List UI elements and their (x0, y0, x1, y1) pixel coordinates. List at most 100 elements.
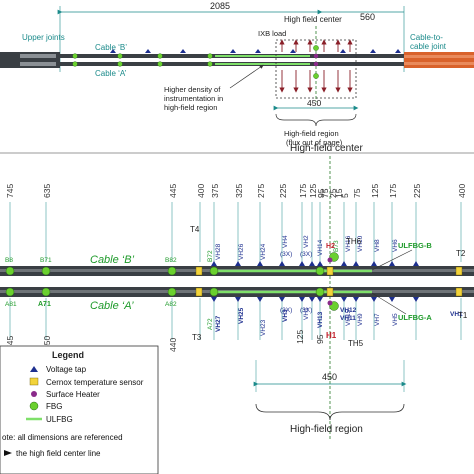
label-h2: H2 (326, 243, 335, 250)
dim-2085-label: 2085 (210, 1, 230, 11)
top-dim-5: 5 (340, 193, 350, 198)
ulfbg-a-label: ULFBG-A (398, 313, 432, 322)
label-3x-top-1: (3X) (280, 251, 292, 258)
upper-joints-label: Upper joints (22, 33, 65, 42)
legend-item-fbg: FBG (46, 402, 62, 411)
bot-dim-745: 745 (5, 336, 15, 350)
label-th6: TH6 (346, 237, 362, 246)
label-b8: B8 (5, 257, 13, 264)
label-3x-bot-2: (3X) (300, 307, 312, 314)
vtap-labels-bottom: VH27 VH25 VH23 VH3 VH1 VH13 VH15 VH9 VH7… (215, 307, 463, 336)
top-dim-445: 445 (168, 184, 178, 198)
joint-stripe-a (404, 62, 474, 65)
bot-dim-650: 650 (42, 336, 52, 350)
top-dim-225b: 225 (412, 184, 422, 198)
overview-heaters (313, 53, 319, 67)
label-vh11: VH11 (340, 315, 356, 322)
ulfbg-a-pointer (371, 292, 407, 315)
label-a72: A72 (207, 318, 214, 330)
label-vh5: VH5 (392, 313, 399, 326)
label-b82: B82 (165, 257, 177, 264)
label-vh25: VH25 (238, 307, 245, 324)
overview-panel: 2085 560 Upper joints Cable ‘B’ Cable ‘A… (0, 1, 474, 147)
label-vh23: VH23 (260, 319, 267, 336)
top-dim-275: 275 (256, 184, 266, 198)
label-vh6: VH6 (392, 239, 399, 252)
bot-dim-95: 95 (315, 334, 325, 344)
surface-heaters (327, 257, 333, 306)
play-arrow-icon (4, 450, 12, 456)
legend-item-voltage-tap: Voltage tap (46, 365, 87, 374)
label-3x-top-2: (3X) (300, 251, 312, 258)
label-3x-bot-1: (3X) (280, 307, 292, 314)
bottom-dimension-labels: 745 650 440 95 125 (5, 330, 325, 352)
label-h1: H1 (326, 331, 337, 340)
legend-item-ulfbg: ULFBG (46, 415, 73, 424)
cernox-sensors (195, 266, 463, 297)
upper-joint-detail-a (20, 62, 56, 66)
overview-high-field-center-label: High field center (284, 15, 342, 24)
top-dim-75b: 75 (352, 188, 362, 198)
detail-cable-b-label: Cable ‘B’ (90, 254, 135, 266)
top-dimension-labels: 745 635 445 400 375 325 275 225 175 125 … (5, 184, 467, 198)
higher-density-line2: instrumentation in (164, 94, 223, 103)
cable-to-cable-joint-label-1: Cable-to- (410, 33, 443, 42)
top-dim-175: 175 (298, 184, 308, 198)
fbg-points (5, 252, 339, 311)
label-b71: B71 (40, 257, 52, 264)
label-vh28: VH28 (215, 243, 222, 260)
voltage-taps-b (211, 261, 419, 266)
overview-dim-450-label: 450 (307, 98, 321, 108)
top-dim-325: 325 (234, 184, 244, 198)
detail-high-field-region-label: High-field region (290, 424, 363, 435)
cable-to-cable-joint-label-2: cable joint (410, 42, 447, 51)
legend: Legend Voltage tap Cernox temperature se… (0, 345, 159, 474)
label-b72: B72 (207, 250, 214, 262)
higher-density-arrow (229, 64, 264, 89)
label-vh1-left: VH1 (303, 307, 310, 320)
joint-stripe-b (404, 55, 474, 58)
top-dim-125b: 125 (370, 184, 380, 198)
label-a81: A81 (5, 301, 17, 308)
vtap-labels-top: VH28 VH26 VH24 VH4 VH2 VH14 VH16 VH10 VH… (215, 235, 399, 260)
label-vh16: VH16 (345, 235, 352, 252)
top-dim-125: 125 (308, 184, 318, 198)
ulfbg-b-pointer (371, 249, 413, 271)
label-vh27: VH27 (215, 315, 222, 332)
label-a71: A71 (38, 301, 51, 308)
label-vh3: VH3 (282, 309, 289, 322)
legend-item-cernox: Cernox temperature sensor (46, 378, 144, 387)
fbg-circle-icon (29, 401, 39, 411)
label-vh4: VH4 (282, 235, 289, 248)
top-dim-400b: 400 (457, 184, 467, 198)
top-dim-225: 225 (278, 184, 288, 198)
higher-density-line3: high-field region (164, 103, 217, 112)
label-vh13: VH13 (317, 311, 324, 328)
label-t3: T3 (192, 333, 202, 342)
label-t1: T1 (458, 311, 468, 320)
square-icon (29, 377, 39, 386)
top-dim-175b: 175 (388, 184, 398, 198)
overview-flux-out-label: (flux out of page) (286, 138, 343, 147)
legend-title: Legend (52, 350, 84, 360)
fbg-labels-top: B8 B71 B82 B72 B73 (5, 240, 340, 264)
label-vh15: VH15 (345, 309, 352, 326)
label-vh24: VH24 (260, 243, 267, 260)
detail-region-brace (255, 403, 405, 421)
fbg-labels-bottom: A81 A71 A82 A72 (5, 301, 214, 330)
heater-circle-icon (31, 391, 37, 397)
label-vh26: VH26 (238, 243, 245, 260)
top-dim-15: 15 (334, 188, 344, 198)
label-a82: A82 (165, 301, 177, 308)
overview-voltage-taps (110, 49, 401, 53)
ixb-load-label: IXB load (258, 29, 286, 38)
top-dim-745: 745 (5, 184, 15, 198)
label-vh2: VH2 (303, 235, 310, 248)
top-dim-635: 635 (42, 184, 52, 198)
overview-cable-a-label: Cable ‘A’ (95, 69, 127, 78)
top-dim-75a: 75 (320, 188, 330, 198)
cable-to-cable-joint-block (404, 52, 474, 68)
label-vh12: VH12 (340, 307, 357, 314)
legend-note-line2: the high field center line (16, 449, 101, 458)
label-vh7: VH7 (374, 313, 381, 326)
